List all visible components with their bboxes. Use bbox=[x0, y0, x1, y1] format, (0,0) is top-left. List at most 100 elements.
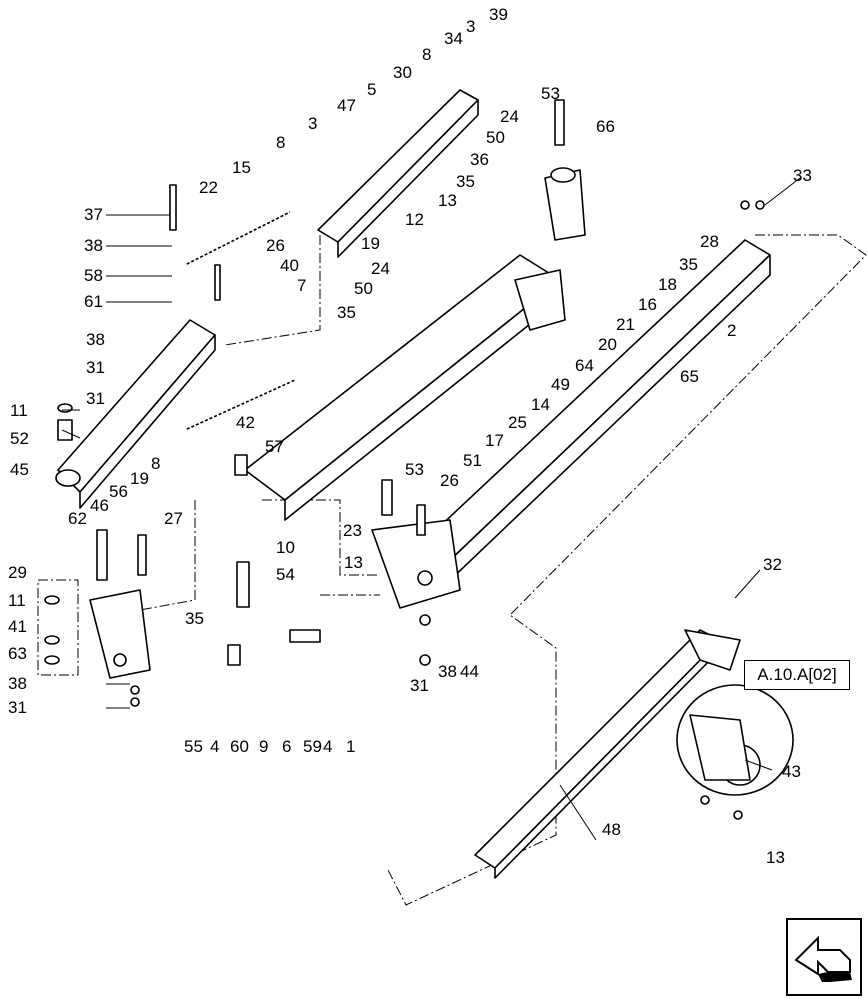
callout-15: 15 bbox=[232, 158, 251, 177]
callout-31: 31 bbox=[86, 358, 105, 377]
callout-60: 60 bbox=[230, 737, 249, 756]
callout-11b: 11 bbox=[8, 591, 26, 610]
callout-56: 56 bbox=[109, 482, 128, 501]
callout-13b: 13 bbox=[344, 553, 363, 572]
springs bbox=[183, 209, 297, 433]
callout-13c: 13 bbox=[766, 848, 785, 867]
callout-55: 55 bbox=[184, 737, 203, 756]
callout-3b: 3 bbox=[308, 114, 317, 133]
callout-38b: 38 bbox=[86, 330, 105, 349]
callout-8: 8 bbox=[422, 45, 431, 64]
callout-1: 1 bbox=[346, 737, 355, 756]
callout-40: 40 bbox=[280, 256, 299, 275]
callout-59: 59 bbox=[303, 737, 322, 756]
callout-53b: 53 bbox=[405, 460, 424, 479]
callout-52: 52 bbox=[10, 429, 29, 448]
callout-8c: 8 bbox=[151, 454, 160, 473]
callout-29: 29 bbox=[8, 563, 27, 582]
callout-38c: 38 bbox=[438, 662, 457, 681]
callout-31d: 31 bbox=[8, 698, 27, 717]
callout-37: 37 bbox=[84, 205, 103, 224]
callout-25: 25 bbox=[508, 413, 527, 432]
callout-47: 47 bbox=[337, 96, 356, 115]
callout-26b: 26 bbox=[440, 471, 459, 490]
callout-63: 63 bbox=[8, 644, 27, 663]
callout-36: 36 bbox=[470, 150, 489, 169]
callout-65: 65 bbox=[680, 367, 699, 386]
callout-54: 54 bbox=[276, 565, 295, 584]
upper-beam bbox=[317, 89, 479, 258]
callout-2: 2 bbox=[727, 321, 736, 340]
callout-24b: 24 bbox=[371, 259, 390, 278]
callout-31c: 31 bbox=[410, 676, 429, 695]
callout-41: 41 bbox=[8, 617, 27, 636]
callout-6: 6 bbox=[282, 737, 291, 756]
callout-27: 27 bbox=[164, 509, 183, 528]
left-arm bbox=[55, 319, 216, 509]
callout-62: 62 bbox=[68, 509, 87, 528]
callout-5: 5 bbox=[367, 80, 376, 99]
callout-35c: 35 bbox=[337, 303, 356, 322]
callout-18: 18 bbox=[658, 275, 677, 294]
section-reference-link[interactable]: A.10.A[02] bbox=[744, 660, 850, 690]
callout-21: 21 bbox=[616, 315, 635, 334]
callout-34: 34 bbox=[444, 29, 463, 48]
callout-46: 46 bbox=[90, 496, 109, 515]
callout-42: 42 bbox=[236, 413, 255, 432]
arrow-icon bbox=[794, 935, 852, 982]
bracket-plate bbox=[89, 589, 151, 679]
callout-8b: 8 bbox=[276, 133, 285, 152]
callout-48: 48 bbox=[602, 820, 621, 839]
callout-35d: 35 bbox=[185, 609, 204, 628]
clamp-64 bbox=[514, 269, 566, 331]
callout-28: 28 bbox=[700, 232, 719, 251]
callout-53: 53 bbox=[541, 84, 560, 103]
callout-26: 26 bbox=[266, 236, 285, 255]
callout-39: 39 bbox=[489, 5, 508, 24]
callout-38d: 38 bbox=[8, 674, 27, 693]
callout-16: 16 bbox=[638, 295, 657, 314]
hardware bbox=[44, 99, 765, 820]
callout-31b: 31 bbox=[86, 389, 105, 408]
callout-43: 43 bbox=[782, 762, 801, 781]
callout-labels: 39 34 3 8 30 47 5 53 24 66 50 36 35 13 3… bbox=[8, 5, 812, 867]
callout-24: 24 bbox=[500, 107, 519, 126]
coulter-arm bbox=[474, 629, 741, 879]
callout-30: 30 bbox=[393, 63, 412, 82]
callout-49: 49 bbox=[551, 375, 570, 394]
callout-35b: 35 bbox=[679, 255, 698, 274]
callout-57: 57 bbox=[265, 437, 284, 456]
callout-20: 20 bbox=[598, 335, 617, 354]
callout-45: 45 bbox=[10, 460, 29, 479]
callout-50b: 50 bbox=[354, 279, 373, 298]
callout-32: 32 bbox=[763, 555, 782, 574]
callout-23: 23 bbox=[343, 521, 362, 540]
callout-10: 10 bbox=[276, 538, 295, 557]
coulter-disc bbox=[676, 684, 794, 796]
callout-51: 51 bbox=[463, 451, 482, 470]
callout-22: 22 bbox=[199, 178, 218, 197]
main-beam bbox=[244, 254, 561, 521]
callout-3: 3 bbox=[466, 17, 475, 36]
callout-64: 64 bbox=[575, 356, 594, 375]
mount-66 bbox=[544, 167, 586, 241]
callout-38: 38 bbox=[84, 236, 103, 255]
callout-4b: 4 bbox=[323, 737, 332, 756]
callout-14: 14 bbox=[531, 395, 550, 414]
callout-58: 58 bbox=[84, 266, 103, 285]
callout-66: 66 bbox=[596, 117, 615, 136]
callout-12: 12 bbox=[405, 210, 424, 229]
callout-50: 50 bbox=[486, 128, 505, 147]
callout-33: 33 bbox=[793, 166, 812, 185]
callout-17: 17 bbox=[485, 431, 504, 450]
callout-35: 35 bbox=[456, 172, 475, 191]
leader-lines bbox=[61, 177, 801, 841]
callout-9: 9 bbox=[259, 737, 268, 756]
callout-11: 11 bbox=[10, 401, 28, 420]
callout-19: 19 bbox=[361, 234, 380, 253]
bracket-44 bbox=[371, 519, 461, 609]
callout-61: 61 bbox=[84, 292, 103, 311]
callout-4: 4 bbox=[210, 737, 219, 756]
navigate-back-button[interactable] bbox=[786, 918, 862, 996]
